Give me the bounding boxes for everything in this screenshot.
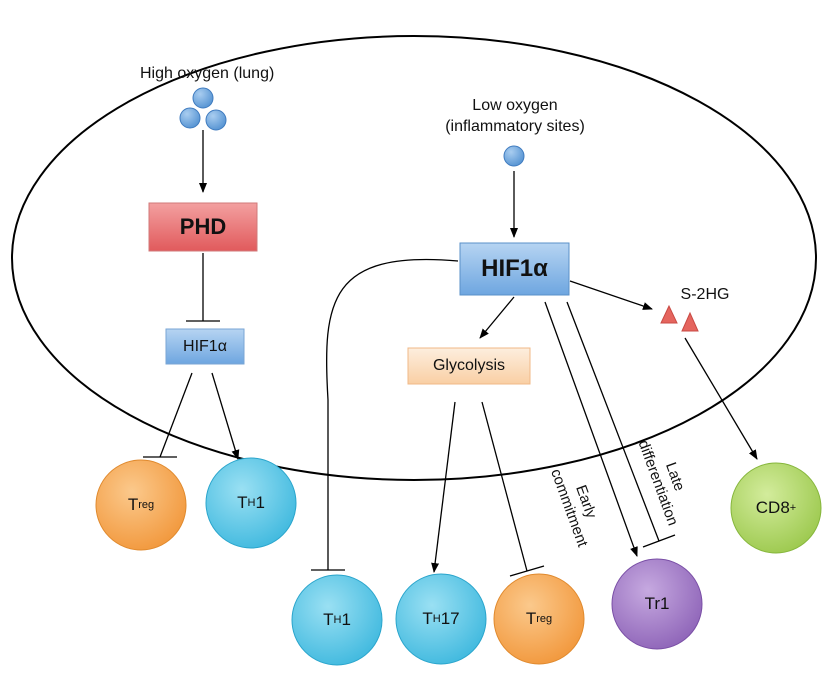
- inhibit-hif1a-to-th1: [325, 258, 459, 570]
- arrow-hif1a-to-s2hg: [569, 280, 653, 310]
- cell-boundary-ellipse: [11, 35, 817, 481]
- phd-label: PHD: [179, 214, 227, 239]
- cd8-cell: [730, 462, 822, 554]
- hif1a-small-label: HIF1α: [183, 337, 227, 355]
- arrow-s2hg-to-cd8: [684, 337, 758, 460]
- inhibit-glycolysis-to-treg: [481, 401, 528, 572]
- glycolysis-label: Glycolysis: [432, 357, 505, 374]
- oxygen-molecules-high: [179, 87, 227, 131]
- th17-cell-bottom: [395, 573, 487, 665]
- arrow-hif1a-to-glycolysis: [479, 296, 515, 339]
- arrow-hif1a-to-th1: [211, 372, 240, 460]
- arrow-glycolysis-to-th17: [431, 401, 456, 573]
- tr1-label: Tr1: [644, 594, 670, 613]
- tr1-cell: [611, 558, 703, 650]
- oxygen-molecule-low: [503, 145, 525, 167]
- th1-cell-bottom: [291, 574, 383, 666]
- arrow-hif1a-early-commitment-tr1: [544, 301, 638, 557]
- s2hg-triangles: [660, 304, 699, 332]
- treg-cell-bottom: [493, 573, 585, 665]
- high-oxygen-label: High oxygen (lung): [140, 65, 275, 82]
- cd8-label: CD8+: [755, 498, 797, 517]
- th1-cell-left: [205, 457, 297, 549]
- glycolysis-box: [407, 347, 531, 385]
- hif1a-small-box: [165, 328, 245, 365]
- hif1a-large-label: HIF1α: [481, 255, 548, 282]
- treg-cell-left: [95, 459, 187, 551]
- inhibit-hif1a-to-treg: [159, 372, 193, 458]
- inhibit-hif1a-late-differentiation-tr1: [566, 301, 660, 542]
- hif1a-large-box: [459, 242, 570, 296]
- inflammatory-sites-label: (inflammatory sites): [445, 118, 585, 135]
- s2hg-label: S-2HG: [680, 286, 730, 303]
- low-oxygen-label: Low oxygen: [472, 97, 558, 114]
- phd-box: [148, 202, 258, 252]
